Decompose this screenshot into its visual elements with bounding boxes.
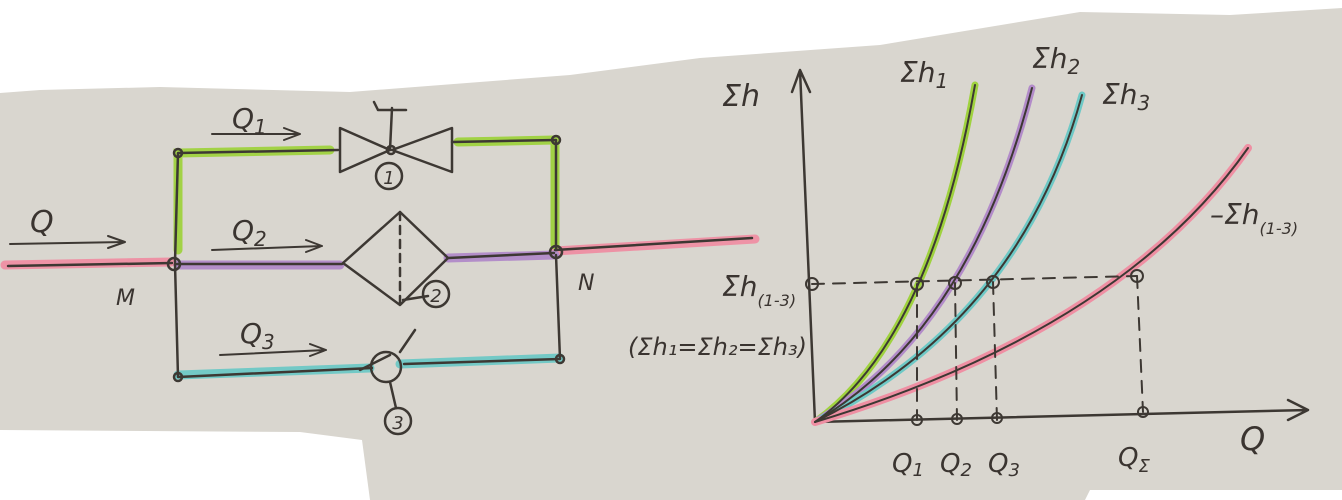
q3-label: Q3 bbox=[240, 317, 275, 354]
qsum-tick-label: QΣ bbox=[1118, 443, 1150, 477]
filter-icon bbox=[341, 210, 451, 309]
curve-h3 bbox=[814, 94, 1083, 423]
q3-tick-label: Q3 bbox=[988, 449, 1020, 481]
pipe-lines bbox=[6, 134, 754, 383]
corner-dot bbox=[172, 147, 184, 159]
arrow-q bbox=[9, 235, 126, 249]
arrow-q2 bbox=[211, 239, 323, 253]
branch1-pipe bbox=[173, 138, 558, 264]
q2-tick-label: Q2 bbox=[940, 449, 972, 481]
curve-h2 bbox=[814, 87, 1033, 423]
valve-icon bbox=[338, 100, 454, 191]
intersection-q2 bbox=[948, 276, 962, 290]
x-axis bbox=[813, 398, 1310, 424]
plot-axes bbox=[790, 68, 1310, 424]
level-line bbox=[811, 275, 1138, 285]
level-label: Σh(1-3) bbox=[722, 270, 796, 310]
inlet-flow-label: Q bbox=[30, 205, 54, 240]
q2-label: Q2 bbox=[232, 214, 267, 251]
corner-dot bbox=[554, 353, 566, 365]
node-n-dot bbox=[548, 244, 564, 260]
branch3-pipe bbox=[173, 253, 562, 379]
x-axis-label: Q bbox=[1240, 420, 1265, 458]
curve-h1 bbox=[814, 84, 976, 423]
device3-marker bbox=[383, 406, 413, 436]
curve-h13 bbox=[814, 147, 1249, 423]
level-marker bbox=[805, 277, 819, 291]
tick-q1 bbox=[911, 414, 923, 426]
q1-label: Q1 bbox=[232, 102, 267, 139]
tick-qsum bbox=[1137, 406, 1149, 418]
node-n-label: N bbox=[578, 271, 594, 296]
tick-q2 bbox=[951, 413, 963, 425]
intersection-q1 bbox=[910, 277, 924, 291]
drop-q2 bbox=[954, 282, 958, 421]
paper-sheet bbox=[0, 8, 1342, 500]
drop-q3 bbox=[992, 281, 998, 421]
y-axis-label: Σh bbox=[722, 79, 760, 114]
construction-lines bbox=[811, 275, 1144, 421]
pipe-network: 1 2 3 Q Q1 Q2 Q3 M N bbox=[0, 100, 760, 436]
curves bbox=[811, 81, 1252, 426]
tick-q3 bbox=[991, 412, 1003, 424]
branch2-pipe bbox=[173, 251, 556, 266]
device1-marker bbox=[374, 161, 404, 191]
equality-note: (Σh₁=Σh₂=Σh₃) bbox=[628, 333, 807, 361]
check-valve-icon bbox=[358, 328, 417, 436]
outlet-pipe bbox=[553, 236, 754, 252]
arrow-q3 bbox=[219, 343, 327, 357]
flow-arrows bbox=[9, 127, 327, 357]
curve-h2-label: Σh2 bbox=[1032, 42, 1080, 79]
y-axis bbox=[790, 68, 817, 424]
curve-h3-label: Σh3 bbox=[1102, 78, 1150, 115]
curve-h13-label: –Σh(1-3) bbox=[1210, 198, 1298, 238]
curve-h1-label: Σh1 bbox=[900, 56, 948, 93]
intersection-qsum bbox=[1130, 269, 1144, 283]
inlet-pipe bbox=[6, 261, 174, 268]
device2-number: 2 bbox=[430, 286, 441, 307]
q1-tick-label: Q1 bbox=[892, 449, 924, 481]
intersection-q3 bbox=[986, 275, 1000, 289]
device3-number: 3 bbox=[392, 413, 403, 434]
node-m-dot bbox=[166, 256, 182, 272]
corner-dot bbox=[550, 134, 562, 146]
drop-qsum bbox=[1136, 275, 1144, 413]
device2-marker bbox=[421, 279, 451, 309]
device1-number: 1 bbox=[383, 168, 394, 189]
characteristic-plot: Σh Q Σh1 Σh2 Σh3 –Σh(1-3) Σh(1-3) (Σh₁=Σ… bbox=[628, 42, 1310, 481]
node-m-label: M bbox=[116, 286, 135, 311]
arrow-q1 bbox=[211, 127, 301, 141]
corner-dot bbox=[172, 371, 184, 383]
markers bbox=[805, 269, 1149, 426]
